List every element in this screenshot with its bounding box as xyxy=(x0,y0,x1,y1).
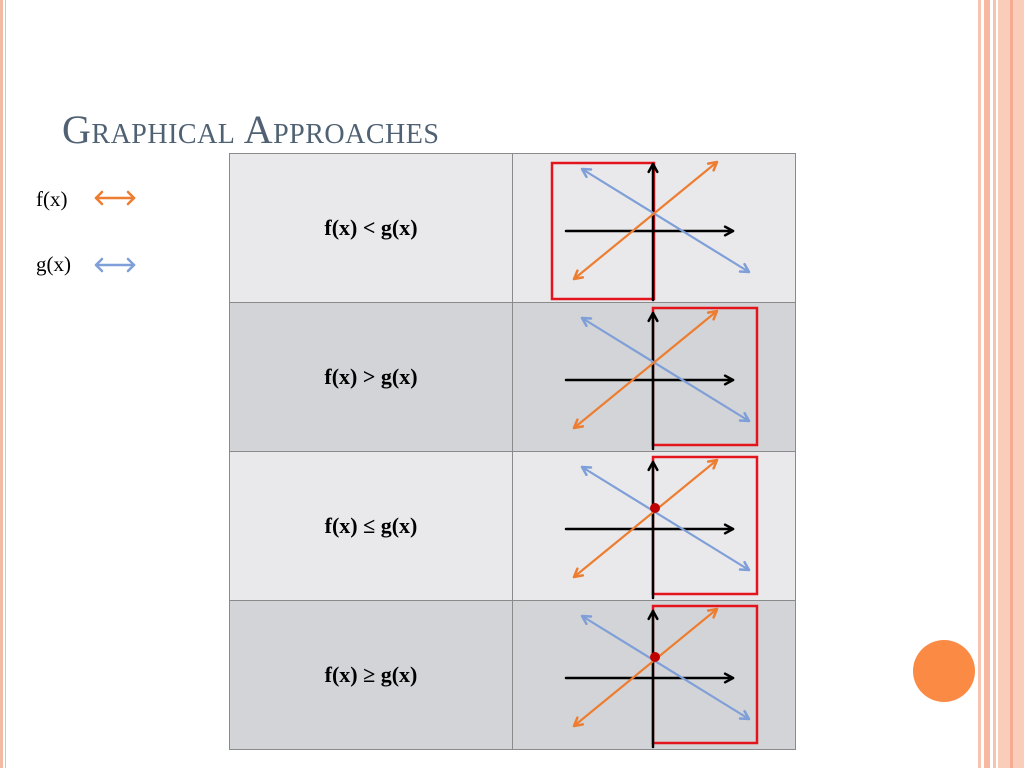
right-border-stripe xyxy=(978,0,981,768)
intersection-point xyxy=(650,652,660,662)
right-border-stripe xyxy=(993,0,996,768)
legend-label-f: f(x) xyxy=(36,187,68,211)
comparison-table: f(x) < g(x) f(x) > g(x) f(x) ≤ g(x) f(x)… xyxy=(229,153,796,750)
x-axis-arrow xyxy=(564,672,735,684)
solution-region-box xyxy=(651,306,759,447)
right-border-stripe xyxy=(984,0,990,768)
double-arrow-icon xyxy=(94,190,136,206)
graph-cell xyxy=(512,600,796,750)
intersection-point xyxy=(650,503,660,513)
y-axis-arrow xyxy=(647,460,659,600)
g-line-arrow xyxy=(580,316,751,423)
inequality-label: f(x) ≥ g(x) xyxy=(229,600,513,750)
f-line-arrow xyxy=(572,458,719,579)
f-line-arrow xyxy=(572,607,719,728)
inequality-graph xyxy=(564,306,759,451)
inequality-graph xyxy=(564,455,759,600)
slide-title: Graphical Approaches xyxy=(62,107,440,152)
g-line-arrow xyxy=(580,614,751,721)
solution-region-box xyxy=(651,604,759,745)
inequality-label: f(x) ≤ g(x) xyxy=(229,451,513,601)
x-axis-arrow xyxy=(564,374,735,386)
table-row: f(x) > g(x) xyxy=(229,302,796,452)
f-line-arrow xyxy=(572,160,719,281)
table-row: f(x) ≥ g(x) xyxy=(229,600,796,750)
g-line-arrow xyxy=(580,465,751,572)
f-line-arrow xyxy=(572,309,719,430)
legend-label-g: g(x) xyxy=(36,252,71,276)
graph-cell xyxy=(512,451,796,601)
inequality-graph xyxy=(564,604,759,749)
inequality-label: f(x) < g(x) xyxy=(229,153,513,303)
solution-region-box xyxy=(651,455,759,596)
graph-cell xyxy=(512,302,796,452)
left-border-stripe-thin xyxy=(5,0,6,768)
left-border-stripe xyxy=(0,0,3,768)
right-border-stripe xyxy=(1010,0,1013,768)
x-axis-arrow xyxy=(564,225,735,237)
graph-cell xyxy=(512,153,796,303)
accent-circle xyxy=(913,640,975,702)
table-row: f(x) < g(x) xyxy=(229,153,796,303)
inequality-label: f(x) > g(x) xyxy=(229,302,513,452)
g-line-arrow xyxy=(580,167,751,274)
x-axis-arrow xyxy=(564,523,735,535)
y-axis-arrow xyxy=(647,162,659,302)
inequality-graph xyxy=(550,160,751,302)
table-row: f(x) ≤ g(x) xyxy=(229,451,796,601)
double-arrow-icon xyxy=(94,257,136,273)
y-axis-arrow xyxy=(647,311,659,451)
y-axis-arrow xyxy=(647,609,659,749)
